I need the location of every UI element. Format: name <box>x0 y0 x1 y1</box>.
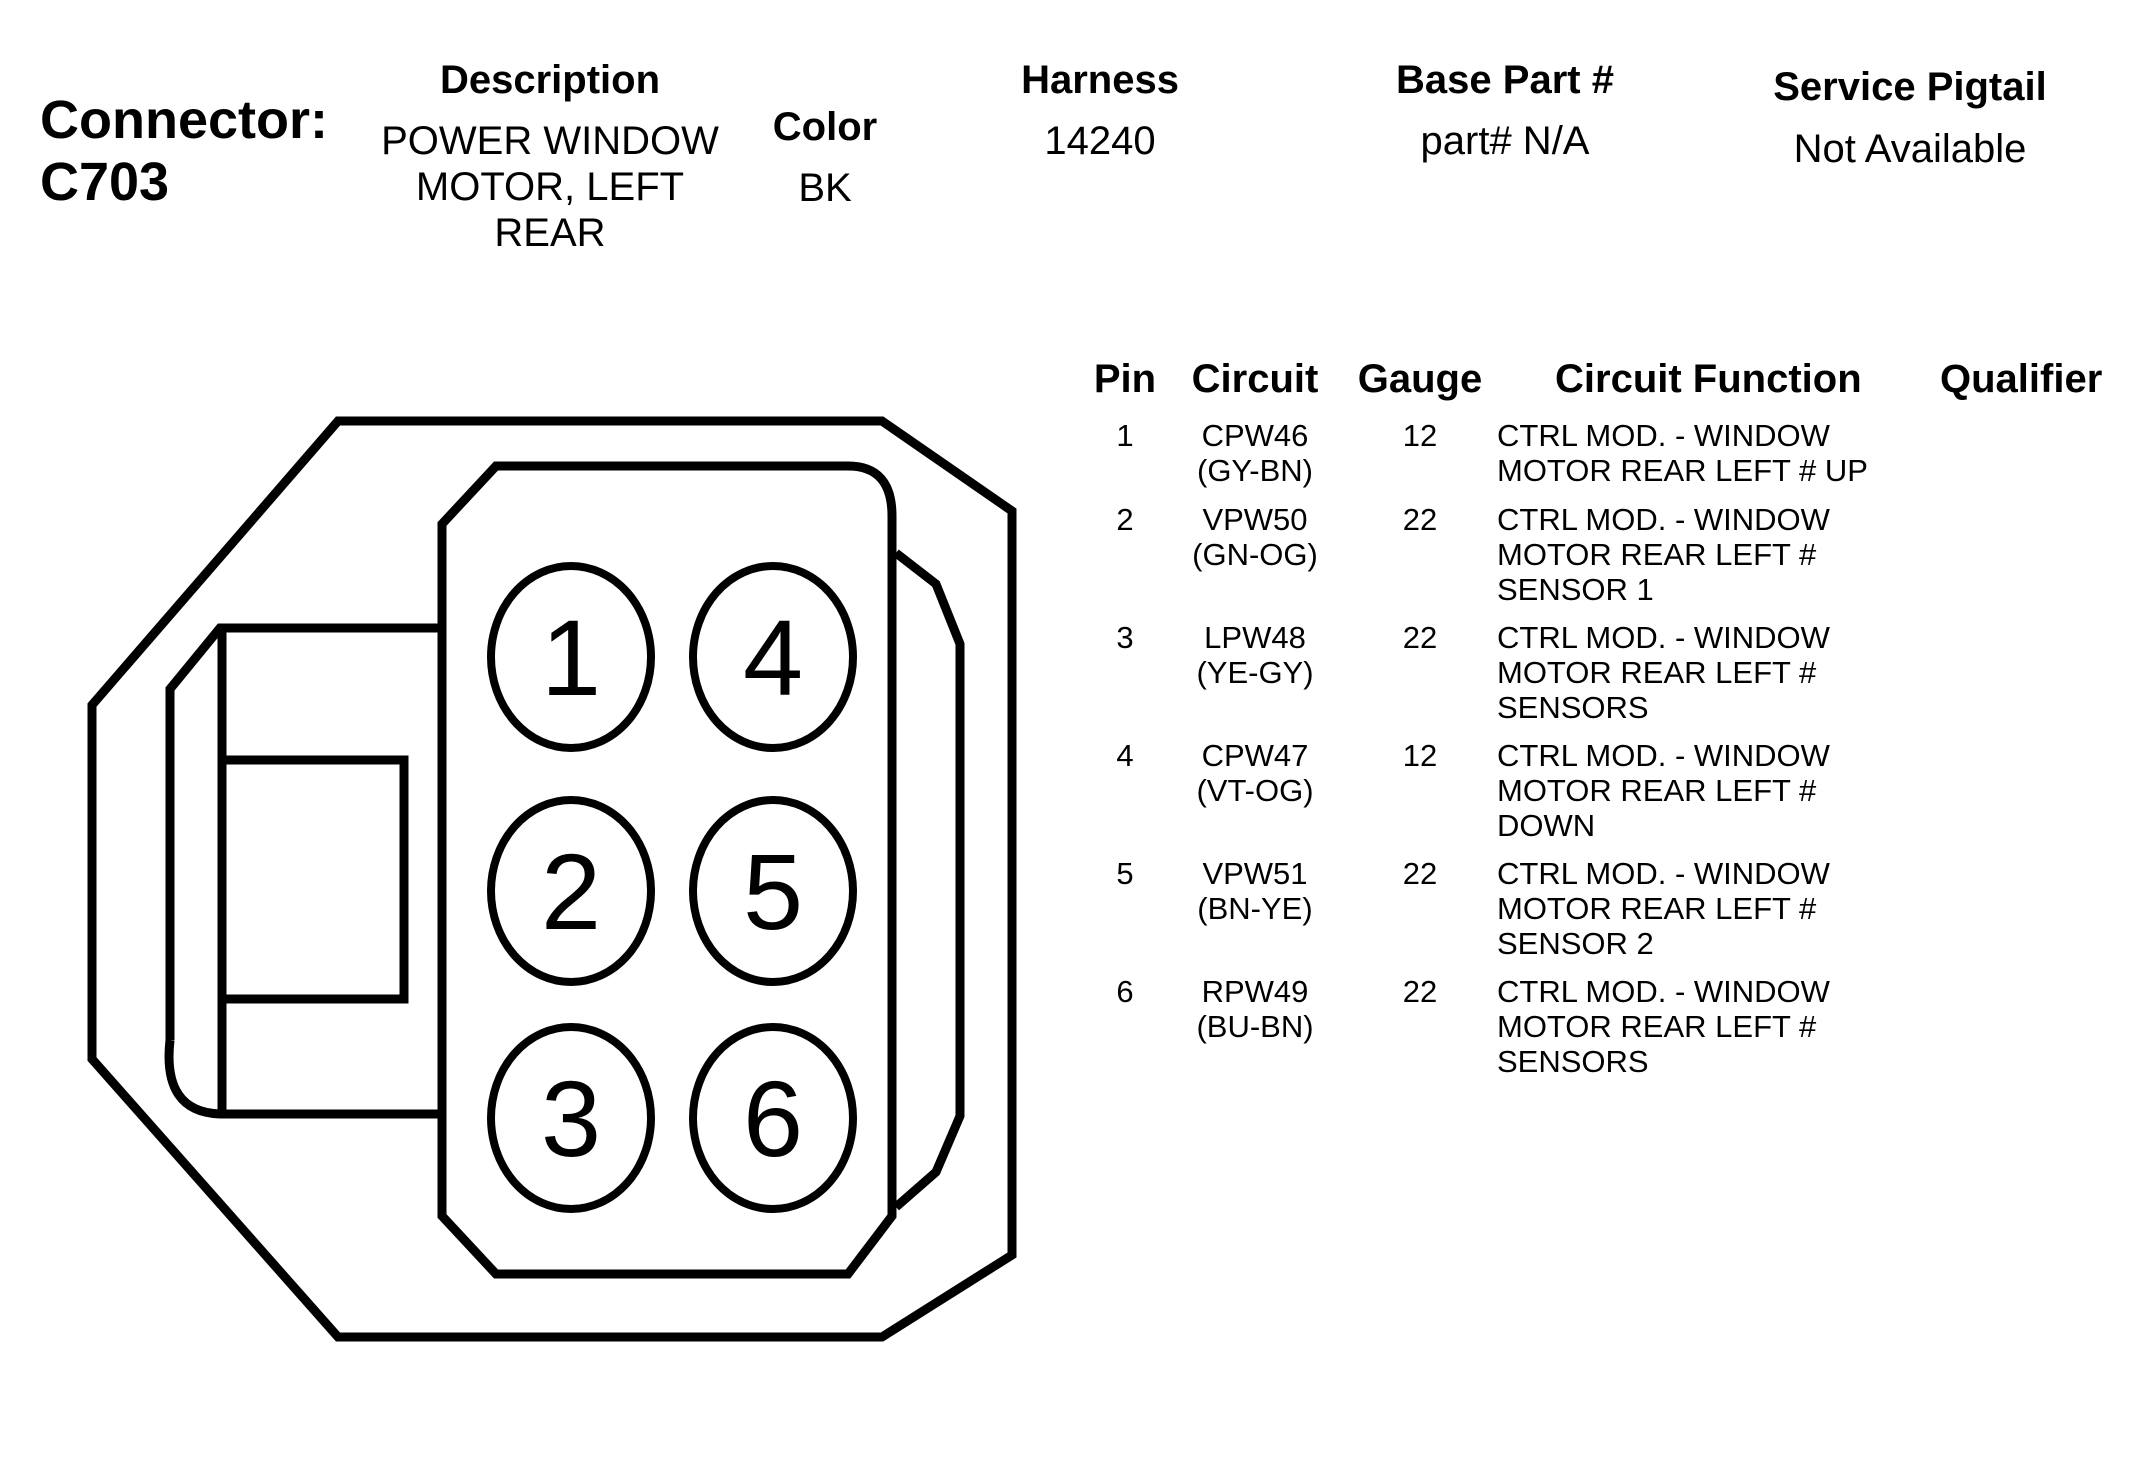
table-header-gauge: Gauge <box>1357 357 1483 401</box>
right-latch <box>893 549 965 1211</box>
function-line: DOWN <box>1497 808 1596 843</box>
circuit-name: LPW48 <box>1204 620 1306 655</box>
row-function: CTRL MOD. - WINDOW MOTOR REAR LEFT # UP <box>1497 418 1868 488</box>
row-pin: 3 <box>1116 620 1134 655</box>
pin-5-circle <box>689 796 857 986</box>
function-line: CTRL MOD. - WINDOW <box>1497 502 1830 537</box>
base-part-value: part# N/A <box>1420 119 1590 163</box>
wire-color: (BN-YE) <box>1197 891 1313 926</box>
circuit-name: RPW49 <box>1201 974 1309 1009</box>
row-function: CTRL MOD. - WINDOW MOTOR REAR LEFT # SEN… <box>1497 974 1830 1079</box>
connector-housing-outline <box>87 416 1017 1342</box>
circuit-name: CPW47 <box>1201 738 1309 773</box>
function-line: MOTOR REAR LEFT # <box>1497 773 1817 808</box>
description-line: POWER WINDOW <box>381 119 719 163</box>
description-line: MOTOR, LEFT <box>415 165 685 209</box>
description-line: REAR <box>494 211 606 255</box>
wire-color: (GN-OG) <box>1192 537 1318 572</box>
left-tab-outer <box>165 623 442 1040</box>
function-line: SENSORS <box>1497 690 1649 725</box>
function-line: CTRL MOD. - WINDOW <box>1497 620 1830 655</box>
row-gauge: 22 <box>1402 856 1438 891</box>
connector-label: Connector: <box>40 90 328 150</box>
circuit-name: VPW51 <box>1202 856 1308 891</box>
connector-id: C703 <box>40 152 170 212</box>
table-header-function: Circuit Function <box>1555 357 1862 401</box>
pin-2-circle <box>487 796 655 986</box>
function-line: CTRL MOD. - WINDOW <box>1497 418 1830 453</box>
row-circuit: LPW48 (YE-GY) <box>1180 620 1330 690</box>
pin-3-circle <box>487 1023 655 1213</box>
row-pin: 5 <box>1116 856 1134 891</box>
color-value: BK <box>798 166 852 210</box>
pin-6-circle <box>689 1023 857 1213</box>
row-circuit: VPW51 (BN-YE) <box>1180 856 1330 926</box>
row-circuit: CPW46 (GY-BN) <box>1180 418 1330 488</box>
row-function: CTRL MOD. - WINDOW MOTOR REAR LEFT # SEN… <box>1497 856 1830 961</box>
row-gauge: 12 <box>1402 418 1438 453</box>
service-pigtail-value: Not Available <box>1793 127 2027 171</box>
description-value: POWER WINDOW MOTOR, LEFT REAR <box>350 118 750 256</box>
function-line: CTRL MOD. - WINDOW <box>1497 738 1830 773</box>
left-tab-rect <box>217 755 409 1004</box>
row-pin: 2 <box>1116 502 1134 537</box>
circuit-name: VPW50 <box>1202 502 1308 537</box>
pin-number-3: 3 <box>541 1058 601 1179</box>
color-label: Color <box>772 105 878 149</box>
function-line: CTRL MOD. - WINDOW <box>1497 974 1830 1009</box>
pin-4-circle <box>689 562 857 752</box>
row-gauge: 12 <box>1402 738 1438 773</box>
pin-cavity-outline <box>437 461 897 1279</box>
circuit-name: CPW46 <box>1201 418 1309 453</box>
row-function: CTRL MOD. - WINDOW MOTOR REAR LEFT # SEN… <box>1497 502 1830 607</box>
left-tab-curve <box>164 1039 442 1119</box>
function-line: MOTOR REAR LEFT # <box>1497 537 1817 572</box>
harness-label: Harness <box>1021 58 1179 102</box>
pin-number-4: 4 <box>743 597 803 718</box>
connector-face-diagram: 1 4 2 5 3 6 <box>87 416 1017 1342</box>
row-function: CTRL MOD. - WINDOW MOTOR REAR LEFT # DOW… <box>1497 738 1830 843</box>
function-line: CTRL MOD. - WINDOW <box>1497 856 1830 891</box>
row-gauge: 22 <box>1402 620 1438 655</box>
row-circuit: VPW50 (GN-OG) <box>1180 502 1330 572</box>
row-circuit: RPW49 (BU-BN) <box>1180 974 1330 1044</box>
wire-color: (BU-BN) <box>1196 1009 1314 1044</box>
row-pin: 4 <box>1116 738 1134 773</box>
table-header-pin: Pin <box>1093 357 1157 401</box>
base-part-label: Base Part # <box>1396 58 1614 102</box>
wire-color: (YE-GY) <box>1196 655 1314 690</box>
pin-1-circle <box>487 562 655 752</box>
service-pigtail-label: Service Pigtail <box>1773 65 2047 109</box>
function-line: MOTOR REAR LEFT # <box>1497 1009 1817 1044</box>
pin-number-6: 6 <box>743 1058 803 1179</box>
wire-color: (VT-OG) <box>1196 773 1314 808</box>
pin-number-5: 5 <box>743 831 803 952</box>
function-line: SENSOR 1 <box>1497 572 1654 607</box>
table-header-qualifier: Qualifier <box>1940 357 2103 401</box>
pin-number-2: 2 <box>541 831 601 952</box>
function-line: SENSOR 2 <box>1497 926 1654 961</box>
table-header-circuit: Circuit <box>1191 357 1319 401</box>
harness-value: 14240 <box>1044 119 1156 163</box>
function-line: MOTOR REAR LEFT # UP <box>1497 453 1868 488</box>
row-circuit: CPW47 (VT-OG) <box>1180 738 1330 808</box>
row-pin: 6 <box>1116 974 1134 1009</box>
wire-color: (GY-BN) <box>1197 453 1313 488</box>
description-label: Description <box>439 58 661 102</box>
row-pin: 1 <box>1116 418 1134 453</box>
pin-number-1: 1 <box>541 597 601 718</box>
function-line: SENSORS <box>1497 1044 1649 1079</box>
row-gauge: 22 <box>1402 974 1438 1009</box>
row-function: CTRL MOD. - WINDOW MOTOR REAR LEFT # SEN… <box>1497 620 1830 725</box>
function-line: MOTOR REAR LEFT # <box>1497 655 1817 690</box>
function-line: MOTOR REAR LEFT # <box>1497 891 1817 926</box>
row-gauge: 22 <box>1402 502 1438 537</box>
